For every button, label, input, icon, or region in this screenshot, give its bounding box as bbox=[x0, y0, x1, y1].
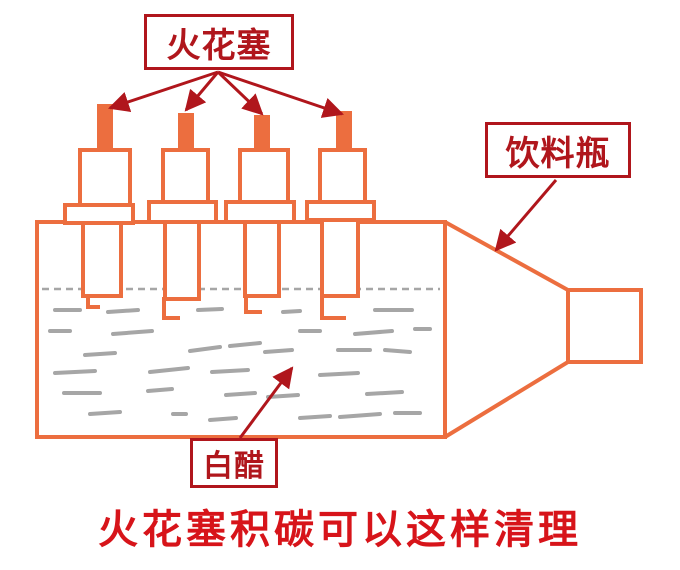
caption: 火花塞积碳可以这样清理 bbox=[98, 507, 582, 553]
bottle-label: 饮料瓶 bbox=[485, 122, 631, 178]
bottle-cap bbox=[566, 288, 643, 364]
spark-plug-label: 火花塞 bbox=[144, 14, 294, 70]
spark-plug bbox=[224, 115, 296, 314]
vinegar-label: 白醋 bbox=[190, 438, 278, 488]
bottle-arrow bbox=[494, 179, 558, 252]
bottle-neck bbox=[443, 220, 570, 439]
vinegar-arrow bbox=[238, 366, 294, 439]
spark-plug bbox=[63, 104, 135, 309]
spark-plug-arrows bbox=[108, 70, 344, 118]
vinegar-liquid bbox=[48, 307, 432, 422]
spark-plug bbox=[305, 111, 376, 320]
spark-plug bbox=[147, 113, 218, 320]
